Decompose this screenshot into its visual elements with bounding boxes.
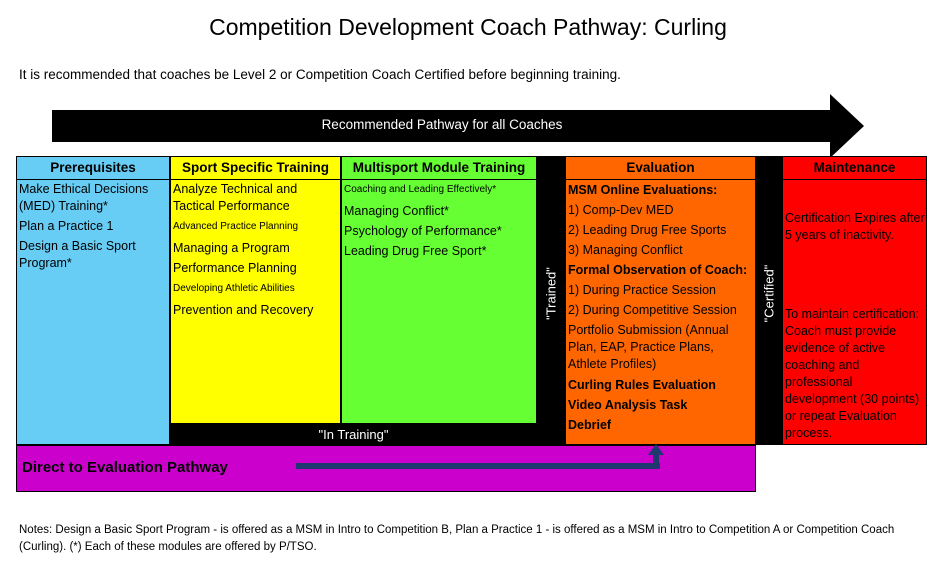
list-item: 2) Leading Drug Free Sports (568, 223, 727, 237)
list-item: Formal Observation of Coach: (568, 263, 748, 277)
in-training-bar (170, 424, 565, 445)
multisport-header: Multisport Module Training (342, 157, 536, 180)
list-item: Psychology of Performance* (344, 224, 502, 238)
direct-arrow-head-icon (648, 444, 664, 455)
trained-label: "Trained" (543, 267, 559, 320)
list-item: Performance Planning (173, 261, 297, 275)
maintenance-header: Maintenance (783, 157, 926, 180)
pathway-arrow-label: Recommended Pathway for all Coaches (321, 117, 563, 132)
list-item: Advanced Practice Planning (173, 221, 299, 232)
notes: Notes: Design a Basic Sport Program - is… (19, 524, 895, 553)
maintenance-column: Maintenance (782, 156, 927, 445)
list-item: 1) Comp-Dev MED (568, 203, 674, 217)
list-item: 3) Managing Conflict (568, 243, 683, 257)
multisport-list: Coaching and Leading Effectively* Managi… (344, 181, 535, 263)
list-item: Video Analysis Task (568, 398, 688, 412)
sport-specific-column: Sport Specific Training Analyze Technica… (170, 156, 341, 424)
multisport-column: Multisport Module Training Coaching and … (341, 156, 537, 424)
in-training-label: "In Training" (318, 427, 389, 442)
sport-specific-header: Sport Specific Training (171, 157, 340, 180)
page-title: Competition Development Coach Pathway: C… (209, 14, 727, 40)
list-item: Coaching and Leading Effectively* (344, 184, 497, 195)
list-item: Analyze Technical and Tactical Performan… (173, 182, 298, 213)
list-item: Managing a Program (173, 241, 290, 255)
list-item: Portfolio Submission (Annual Plan, EAP, … (568, 323, 729, 371)
list-item: Developing Athletic Abilities (173, 283, 295, 294)
maintenance-requirement-text: To maintain certification: Coach must pr… (785, 307, 920, 440)
certified-label: "Certified" (761, 264, 777, 323)
certified-strip (756, 156, 782, 445)
list-item: Debrief (568, 418, 612, 432)
direct-arrow-stem (653, 454, 659, 468)
prerequisites-header: Prerequisites (17, 157, 169, 180)
prerequisites-list: Make Ethical Decisions (MED) Training* P… (19, 181, 168, 275)
evaluation-column: Evaluation MSM Online Evaluations: 1) Co… (565, 156, 756, 445)
pathway-arrow-head (830, 94, 864, 158)
maintenance-expiry-text: Certification Expires after 5 years of i… (785, 211, 925, 242)
list-item: 1) During Practice Session (568, 283, 716, 297)
list-item: Design a Basic Sport Program* (19, 239, 136, 270)
subtitle: It is recommended that coaches be Level … (19, 67, 621, 82)
sport-specific-list: Analyze Technical and Tactical Performan… (173, 181, 339, 322)
list-item: Prevention and Recovery (173, 303, 314, 317)
trained-strip (537, 156, 565, 445)
evaluation-header: Evaluation (566, 157, 755, 180)
list-item: Managing Conflict* (344, 204, 449, 218)
evaluation-list: MSM Online Evaluations: 1) Comp-Dev MED … (568, 182, 754, 437)
direct-arrow-line (296, 463, 660, 469)
list-item: Make Ethical Decisions (MED) Training* (19, 182, 149, 213)
list-item: Plan a Practice 1 (19, 219, 114, 233)
list-item: MSM Online Evaluations: (568, 183, 718, 197)
list-item: 2) During Competitive Session (568, 303, 737, 317)
list-item: Leading Drug Free Sport* (344, 244, 487, 258)
direct-evaluation-label: Direct to Evaluation Pathway (22, 459, 228, 476)
prerequisites-column: Prerequisites Make Ethical Decisions (ME… (16, 156, 170, 445)
pathway-arrow-body (52, 110, 832, 142)
list-item: Curling Rules Evaluation (568, 378, 716, 392)
